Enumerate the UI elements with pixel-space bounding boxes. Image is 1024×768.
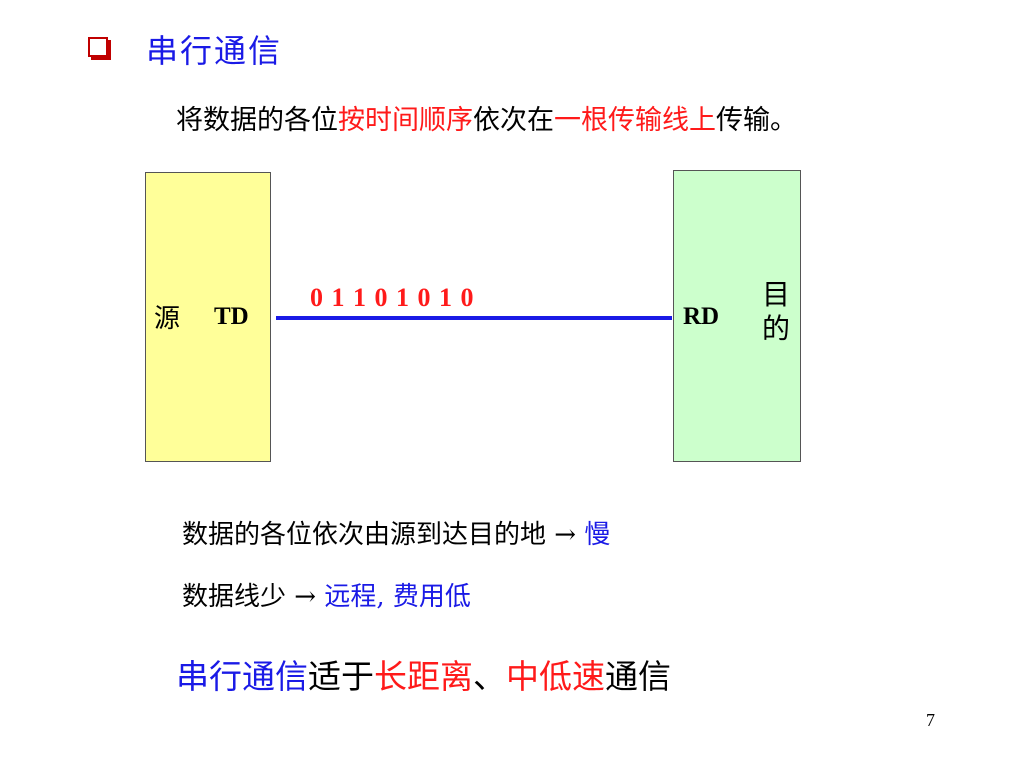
- bullet-icon: [88, 37, 108, 57]
- conclusion-line: 串行通信适于长距离、中低速通信: [176, 650, 671, 698]
- rd-label: RD: [683, 303, 720, 330]
- source-box: [145, 172, 271, 462]
- conclusion-low-speed: 中低速: [506, 657, 605, 696]
- bit-sequence: 0 1 1 0 1 0 1 0: [310, 283, 475, 312]
- destination-char-1: 目: [761, 278, 790, 311]
- td-label: TD: [214, 303, 249, 330]
- transmission-line: [276, 316, 672, 320]
- description-text: 依次在: [473, 105, 554, 136]
- conclusion-serial: 串行通信: [176, 657, 308, 696]
- destination-label: 目 的: [760, 278, 792, 346]
- description-line: 将数据的各位按时间顺序依次在一根传输线上传输。: [176, 98, 797, 137]
- conclusion-separator: 、: [473, 657, 506, 696]
- description-text: 将数据的各位: [176, 105, 338, 136]
- slide-title: 串行通信: [146, 32, 283, 70]
- point-few-lines-text: 数据线少 →: [182, 582, 325, 612]
- conclusion-text-end: 通信: [605, 657, 671, 696]
- point-slow-highlight: 慢: [584, 520, 611, 550]
- source-label: 源: [154, 304, 181, 334]
- conclusion-text: 适于: [308, 657, 374, 696]
- destination-char-2: 的: [761, 312, 790, 345]
- point-slow-text: 数据的各位依次由源到达目的地 →: [182, 520, 585, 550]
- point-slow: 数据的各位依次由源到达目的地 → 慢: [182, 514, 610, 551]
- point-few-lines-highlight: 远程, 费用低: [324, 582, 471, 612]
- conclusion-long-distance: 长距离: [374, 657, 473, 696]
- description-highlight-time-order: 按时间顺序: [338, 105, 473, 136]
- description-text: 传输。: [716, 105, 797, 136]
- page-number: 7: [926, 710, 935, 730]
- description-highlight-single-line: 一根传输线上: [554, 105, 716, 136]
- point-few-lines: 数据线少 → 远程, 费用低: [182, 576, 471, 613]
- destination-box: [673, 170, 801, 462]
